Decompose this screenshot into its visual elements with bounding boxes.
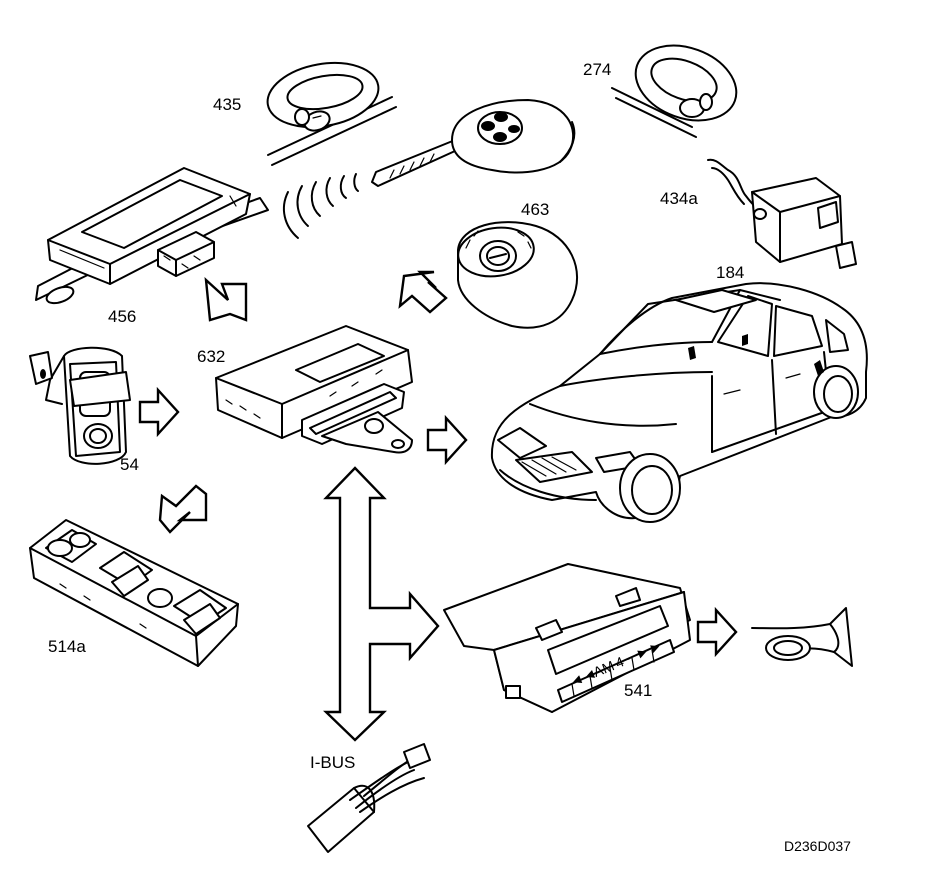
label-463: 463 [521, 200, 549, 219]
label-435: 435 [213, 95, 241, 114]
label-456: 456 [108, 307, 136, 326]
label-i-bus: I-BUS [310, 753, 355, 772]
car-184 [490, 282, 868, 523]
remote-key-fob [371, 99, 576, 187]
display-button-3: 4~ [613, 650, 634, 671]
window-switch-panel-514a [29, 519, 239, 667]
receiver-module-456 [35, 167, 269, 305]
label-632: 632 [197, 347, 225, 366]
lock-actuator-434a [707, 158, 857, 269]
switch-54 [29, 346, 131, 465]
info-display-541 [443, 563, 691, 713]
door-handle-435 [266, 61, 397, 166]
arrow-463-to-632-icon [398, 270, 448, 314]
arrow-456-to-632-icon [204, 277, 248, 322]
label-434a: 434a [660, 189, 698, 208]
label-184: 184 [716, 263, 744, 282]
label-54: 54 [120, 455, 139, 474]
arrow-514a-to-632-icon [158, 484, 208, 534]
door-handle-274 [611, 44, 738, 138]
figure-code: D236D037 [784, 838, 851, 854]
display-button-2: AM [591, 657, 616, 680]
label-514a: 514a [48, 637, 86, 656]
label-274: 274 [583, 60, 611, 79]
horn-icon [751, 607, 853, 667]
radio-signal-waves-icon [282, 173, 359, 239]
ignition-switch-463 [457, 221, 579, 329]
i-bus-cable [307, 743, 431, 853]
i-bus-arrow-icon [323, 466, 440, 742]
control-module-632 [215, 325, 413, 454]
arrow-632-to-car-icon [426, 414, 468, 466]
label-541: 541 [624, 681, 652, 700]
arrow-541-to-horn-icon [696, 606, 738, 658]
arrow-54-to-632-icon [138, 386, 180, 438]
